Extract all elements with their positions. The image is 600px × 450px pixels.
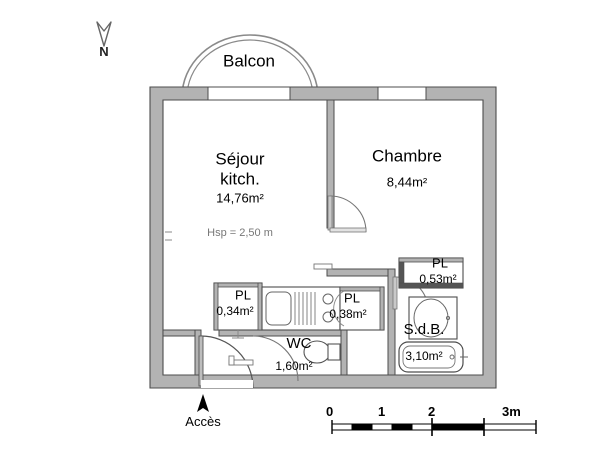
chambre-door-swing xyxy=(327,195,367,233)
sink-drainer-icon xyxy=(294,292,316,325)
closet-pl-3 xyxy=(398,257,464,289)
room-label-pl-2: PL xyxy=(344,290,360,305)
washbasin-icon xyxy=(408,296,458,340)
entrance-label: Accès xyxy=(185,414,221,429)
entrance-door-opening xyxy=(201,380,253,388)
room-area-wc: 1,60m² xyxy=(275,359,312,373)
wc-door-swing xyxy=(252,335,299,382)
room-area-pl-3: 0,53m² xyxy=(419,272,456,286)
room-area-chambre: 8,44m² xyxy=(387,174,428,189)
room-area-pl-2: 0,38m² xyxy=(329,307,366,321)
toilet-icon xyxy=(303,340,341,364)
fixture-ticks xyxy=(165,231,244,339)
room-area-sdb: 3,10m² xyxy=(405,349,442,363)
hob-burner-icon xyxy=(322,293,334,305)
up-arrow-icon xyxy=(197,394,209,412)
ceiling-height-note: Hsp = 2,50 m xyxy=(207,227,273,239)
room-area-pl-1: 0,34m² xyxy=(216,304,253,318)
scale-tick-2: 2 xyxy=(428,404,435,419)
kitchen-counter xyxy=(261,286,341,331)
compass-label: N xyxy=(99,44,108,59)
room-label-chambre: Chambre xyxy=(372,146,442,165)
closet-pl-2 xyxy=(333,286,385,331)
balcony-arc xyxy=(181,34,319,98)
scale-tick-1: 1 xyxy=(378,404,385,419)
scale-tick-0: 0 xyxy=(326,404,333,419)
bathtub-icon xyxy=(398,341,468,373)
room-label-pl-3: PL xyxy=(432,255,448,270)
hob-burner-icon xyxy=(322,311,334,323)
room-label-balcon: Balcon xyxy=(223,51,275,70)
wall-fitting-sejour xyxy=(313,263,333,270)
wall-fitting-left xyxy=(228,355,254,366)
room-label-sejour-line1: Séjour xyxy=(215,149,264,168)
room-area-sejour: 14,76m² xyxy=(216,190,264,205)
scale-bar xyxy=(331,418,537,436)
scale-tick-3: 3m xyxy=(502,404,521,419)
room-label-wc: WC xyxy=(287,335,312,352)
window-openings-top xyxy=(207,86,427,101)
room-label-sejour-line2: kitch. xyxy=(220,169,260,188)
room-label-sdb: S.d.B. xyxy=(404,321,445,338)
north-arrow-icon xyxy=(96,21,112,47)
room-label-pl-1: PL xyxy=(235,287,251,302)
